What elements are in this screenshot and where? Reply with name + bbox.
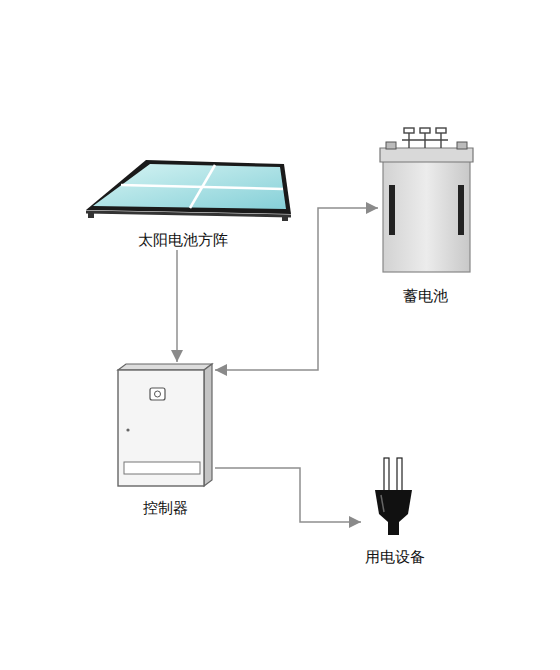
component-label: 蓄电池	[403, 286, 448, 306]
flow-arrow	[215, 208, 378, 370]
plug-prong	[384, 458, 389, 491]
battery-stripe	[389, 185, 395, 235]
component-node: 用电设备	[361, 455, 429, 567]
flow-arrow	[176, 250, 178, 362]
flow-arrow	[215, 468, 361, 522]
node-label-group: 控制器	[95, 498, 235, 518]
panel-frame	[86, 160, 291, 214]
component-node: 控制器	[115, 362, 215, 518]
battery-stripe	[458, 185, 464, 235]
plug-illustration	[375, 458, 412, 535]
battery-post	[457, 142, 467, 149]
plug-cable	[388, 521, 399, 535]
battery-illustration	[380, 128, 473, 272]
cabinet-keyhole	[126, 428, 129, 431]
component-label: 太阳电池方阵	[138, 230, 228, 250]
component-label: 用电设备	[365, 547, 425, 567]
battery-lid	[380, 148, 473, 162]
solar-panel-illustration	[86, 160, 291, 221]
cabinet-vent	[124, 462, 200, 474]
battery-terminals	[402, 128, 448, 148]
panel-divider	[121, 185, 283, 189]
controller-illustration	[118, 364, 212, 486]
battery-post	[386, 142, 396, 149]
component-label: 控制器	[143, 498, 188, 518]
cabinet-lock	[150, 388, 165, 400]
panel-foot	[88, 212, 94, 218]
panel-glass	[93, 164, 286, 209]
node-label-group: 用电设备	[341, 547, 449, 567]
panel-foot	[282, 215, 288, 221]
panel-rail	[86, 212, 291, 216]
plug-body	[375, 490, 412, 522]
plug-prong	[397, 458, 402, 491]
cabinet-lock-core	[155, 391, 161, 397]
plug-highlight	[381, 495, 384, 512]
battery-body	[383, 160, 470, 272]
node-label-group: 蓄电池	[358, 286, 493, 306]
cabinet-front	[118, 370, 204, 486]
cabinet-side	[204, 364, 212, 486]
component-node: 太阳电池方阵	[75, 155, 290, 250]
component-node: 蓄电池	[378, 125, 473, 306]
cabinet-top	[118, 364, 212, 370]
node-label-group: 太阳电池方阵	[55, 230, 310, 250]
